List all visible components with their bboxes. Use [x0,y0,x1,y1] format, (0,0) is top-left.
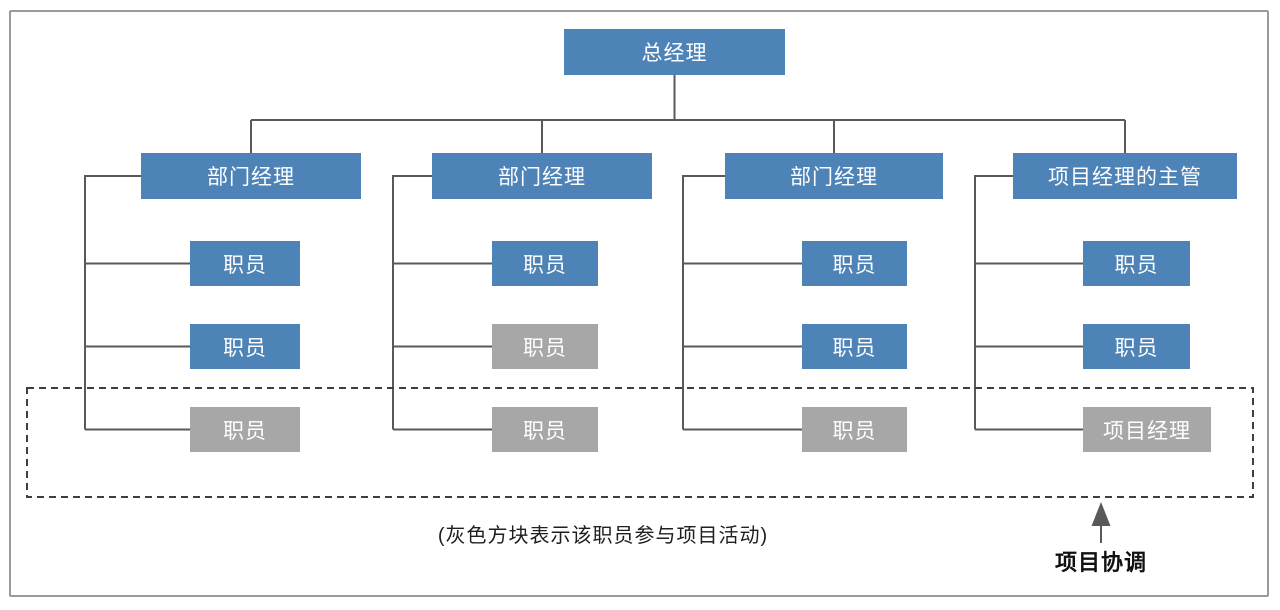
node-dept-manager-1: 部门经理 [141,153,361,199]
node-project-manager: 项目经理 [1083,407,1211,452]
branch2-connector-line [392,175,492,431]
node-staff-2-2: 职员 [492,324,598,369]
legend-note: (灰色方块表示该职员参与项目活动) [437,525,769,547]
node-staff-4-2: 职员 [1083,324,1190,369]
node-dept-manager-3: 部门经理 [725,153,943,199]
branch4-connector-line [974,175,1083,431]
node-staff-1-3: 职员 [190,407,300,452]
node-pm-supervisor: 项目经理的主管 [1013,153,1237,199]
root-connector-line [250,75,1126,153]
node-staff-2-3: 职员 [492,407,598,452]
branch3-connector-line [682,175,802,431]
project-coordination-label: 项目协调 [1054,550,1147,575]
node-staff-3-1: 职员 [802,241,907,286]
branch1-connector-line [84,175,190,431]
node-staff-3-3: 职员 [802,407,907,452]
project-coordination-arrow-head [1091,502,1111,526]
outer-border [9,10,1269,597]
node-dept-manager-2: 部门经理 [432,153,652,199]
node-staff-3-2: 职员 [802,324,907,369]
node-staff-2-1: 职员 [492,241,598,286]
node-staff-4-1: 职员 [1083,241,1190,286]
node-general-manager: 总经理 [564,29,785,75]
node-staff-1-1: 职员 [190,241,300,286]
node-staff-1-2: 职员 [190,324,300,369]
project-scope-dashed-border [26,387,1254,498]
